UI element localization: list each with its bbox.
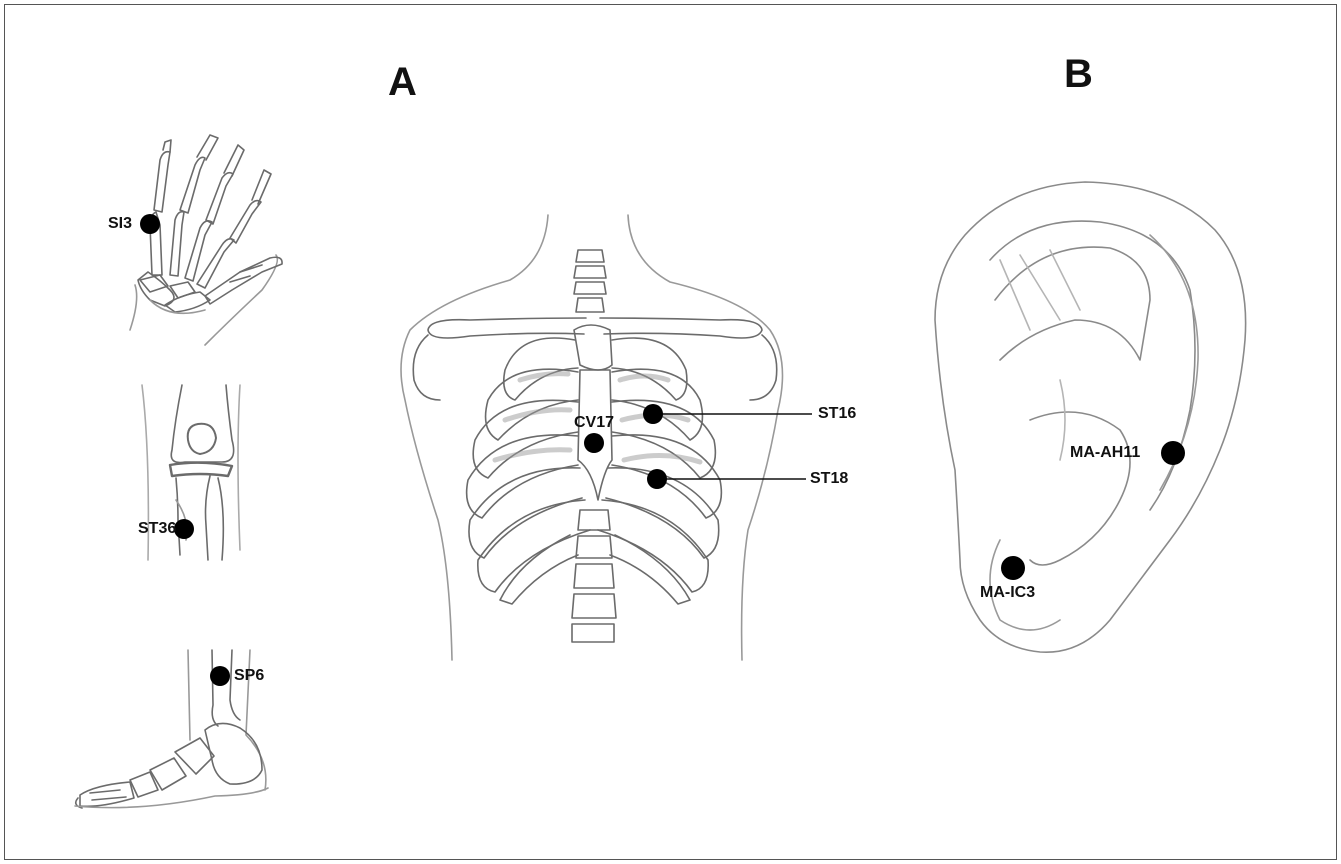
cv17-label: CV17 (574, 414, 614, 432)
hand-skeleton-illustration (130, 135, 282, 345)
sp6-label: SP6 (234, 667, 264, 685)
cv17-point-marker (584, 433, 604, 453)
panel-label-a: A (388, 60, 417, 105)
si3-point-marker (140, 214, 160, 234)
sp6-point-marker (210, 666, 230, 686)
st16-label: ST16 (818, 405, 856, 423)
ma-ah11-point-marker (1161, 441, 1185, 465)
ma-ic3-label: MA-IC3 (980, 584, 1035, 602)
st16-point-marker (643, 404, 663, 424)
ear-illustration (935, 182, 1246, 652)
si3-label: SI3 (108, 215, 132, 233)
ma-ic3-point-marker (1001, 556, 1025, 580)
st18-label: ST18 (810, 470, 848, 488)
st36-label: ST36 (138, 520, 176, 538)
panel-label-b: B (1064, 52, 1093, 97)
st36-point-marker (174, 519, 194, 539)
ma-ah11-label: MA-AH11 (1070, 444, 1140, 462)
st18-point-marker (647, 469, 667, 489)
